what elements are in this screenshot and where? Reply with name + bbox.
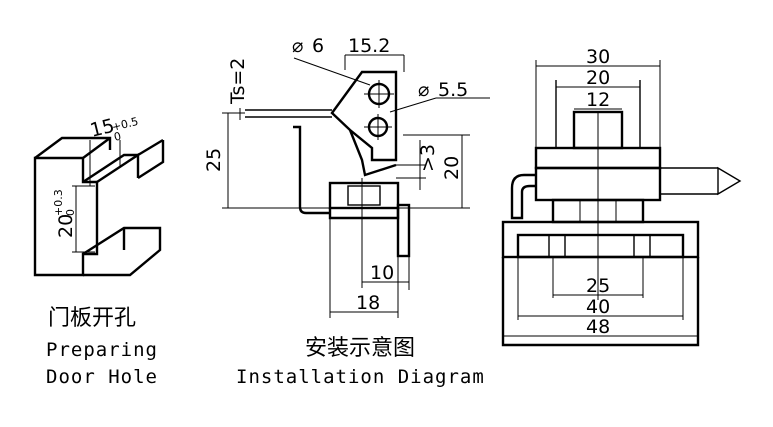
svg-text:0: 0	[64, 209, 77, 216]
door-hole-caption-en-1: Preparing	[46, 339, 158, 361]
dim-hole-large: 6	[312, 35, 324, 57]
installation-caption-cn: 安装示意图	[305, 336, 415, 361]
svg-text:0: 0	[113, 130, 123, 144]
dim-48: 48	[586, 316, 610, 338]
svg-text:+0.5: +0.5	[111, 115, 140, 134]
dim-hole-small-symbol: ⌀	[418, 79, 429, 101]
door-hole-view	[33, 136, 165, 277]
dim-20: 20	[586, 67, 610, 89]
dim-hole-small: 5.5	[438, 79, 468, 101]
front-view-dims: 30 20 12 25 40 48	[503, 46, 698, 338]
svg-text:+0.3: +0.3	[52, 189, 65, 216]
installation-view	[245, 70, 411, 318]
dim-right: 20	[441, 156, 463, 180]
dim-thickness: Ts=2	[227, 58, 249, 105]
door-hole-caption-en-2: Door Hole	[46, 366, 158, 388]
dim-hole-large-symbol: ⌀	[292, 35, 303, 57]
dim-top: 15.2	[348, 35, 390, 57]
installation-dims: 15.2 ⌀ 6 ⌀ 5.5 Ts=2 25 20 >3 10 18	[203, 35, 490, 314]
dim-40: 40	[586, 296, 610, 318]
door-hole-width-dim: 15 +0.5 0	[88, 115, 140, 144]
door-hole-caption-cn: 门板开孔	[48, 306, 136, 331]
door-hole-height-dim: 20 +0.3 0	[52, 189, 77, 238]
dim-base: 10	[370, 262, 394, 284]
dim-gap: >3	[417, 144, 439, 172]
dim-25: 25	[586, 275, 610, 297]
dim-height: 25	[203, 148, 225, 172]
front-view	[501, 80, 742, 347]
dim-30: 30	[586, 46, 610, 68]
installation-caption-en: Installation Diagram	[236, 366, 485, 388]
svg-text:20: 20	[55, 214, 77, 238]
dim-12: 12	[586, 89, 610, 111]
dim-bottom: 18	[356, 292, 380, 314]
